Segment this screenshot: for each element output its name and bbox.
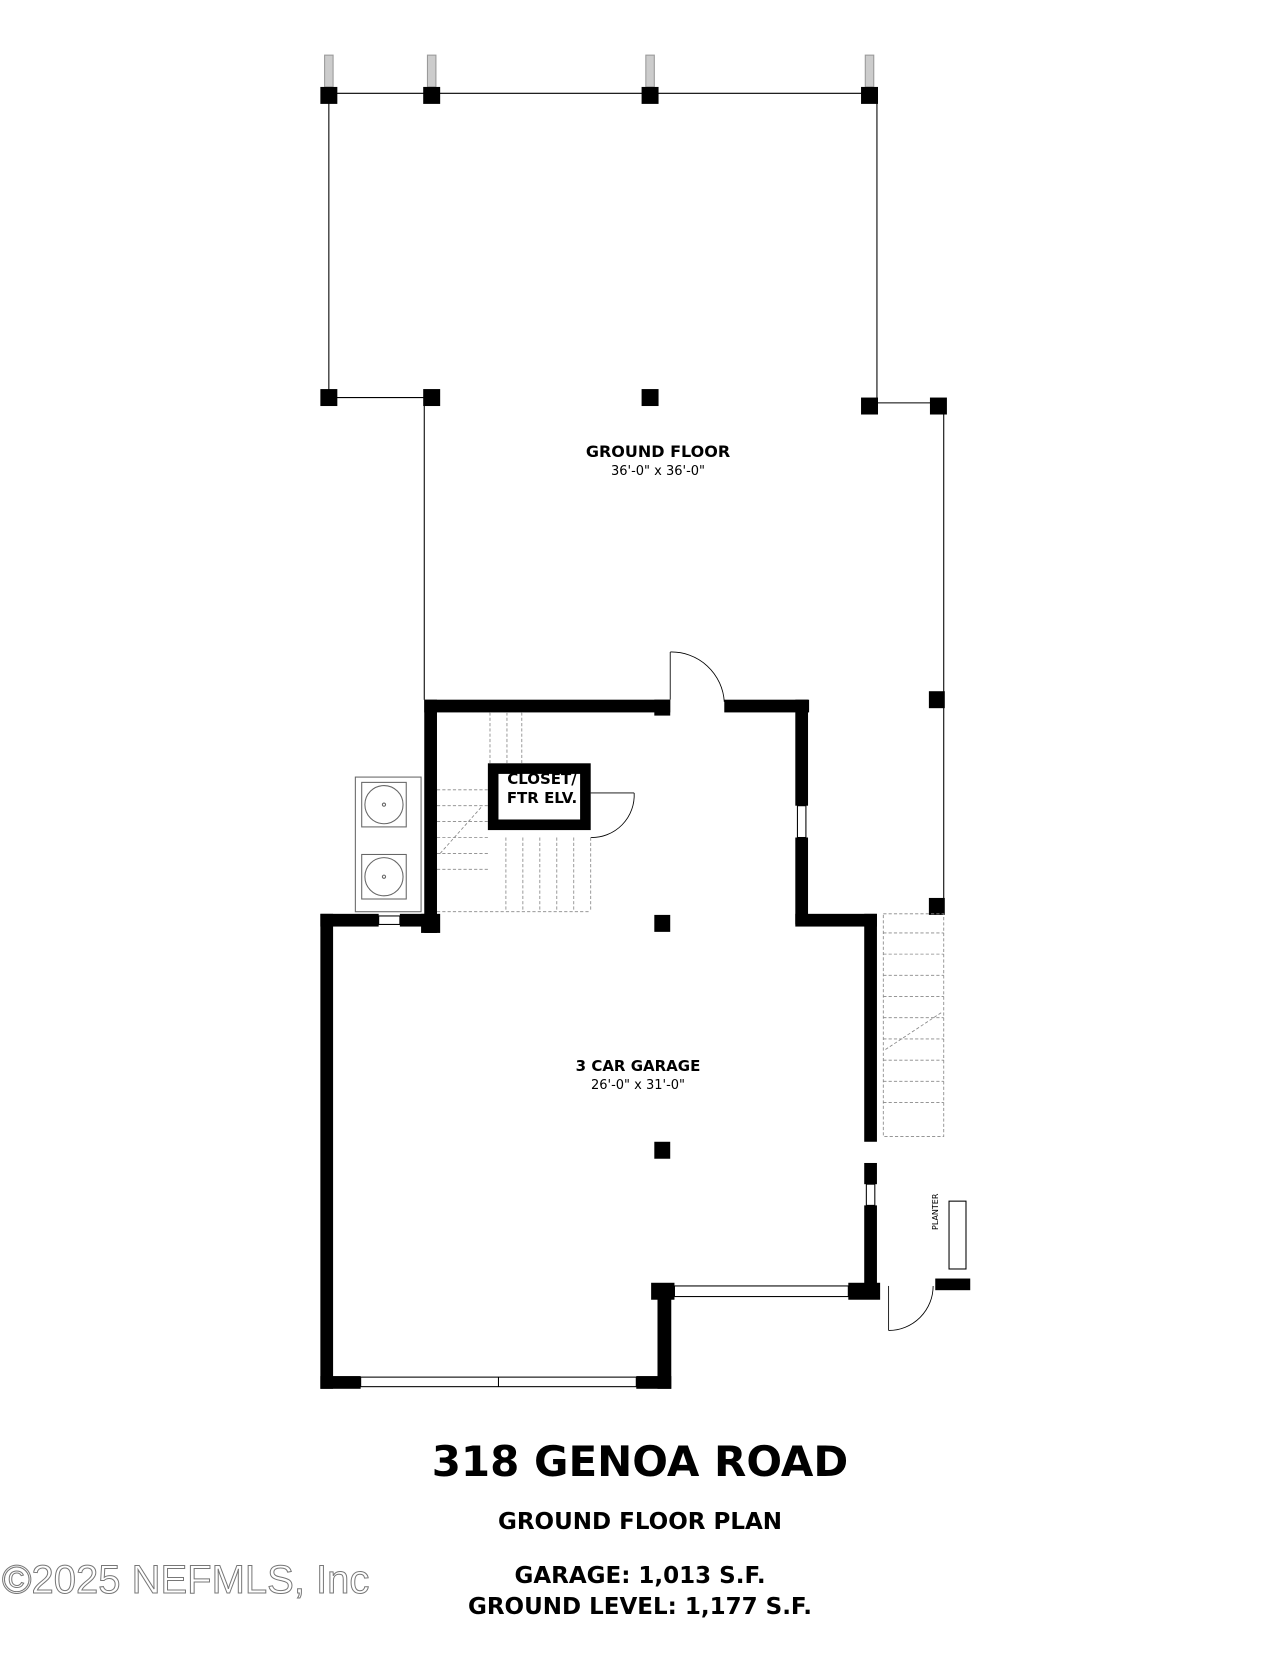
plan-title: 318 GENOA ROAD xyxy=(431,1437,849,1486)
ac-units xyxy=(354,776,422,913)
columns xyxy=(320,86,947,1159)
planter-label: PLANTER xyxy=(931,1193,940,1230)
garage-area: GARAGE: 1,013 S.F. xyxy=(514,1563,766,1589)
watermark: ©2025 NEFMLS, Inc xyxy=(1,1558,370,1603)
closet-line2: FTR ELV. xyxy=(506,789,578,807)
rail-posts xyxy=(324,54,875,88)
closet-label: CLOSET/ FTR ELV. xyxy=(496,770,588,808)
interior-stair xyxy=(436,711,592,913)
garage-dims: 26'-0" x 31'-0" xyxy=(590,1078,686,1093)
ground-floor-label: GROUND FLOOR xyxy=(585,442,731,461)
plan-subtitle: GROUND FLOOR PLAN xyxy=(497,1509,783,1535)
windows xyxy=(360,805,876,1388)
ground-floor-dims: 36'-0" x 36'-0" xyxy=(610,464,706,479)
closet-line1: CLOSET/ xyxy=(507,770,577,788)
ground-level-area: GROUND LEVEL: 1,177 S.F. xyxy=(467,1594,813,1620)
garage-label: 3 CAR GARAGE xyxy=(575,1057,701,1075)
exterior-stair xyxy=(882,913,945,1137)
door-swings xyxy=(590,651,934,1331)
planter-box xyxy=(948,1200,967,1270)
walls xyxy=(320,699,971,1389)
closet-walls xyxy=(487,763,591,831)
